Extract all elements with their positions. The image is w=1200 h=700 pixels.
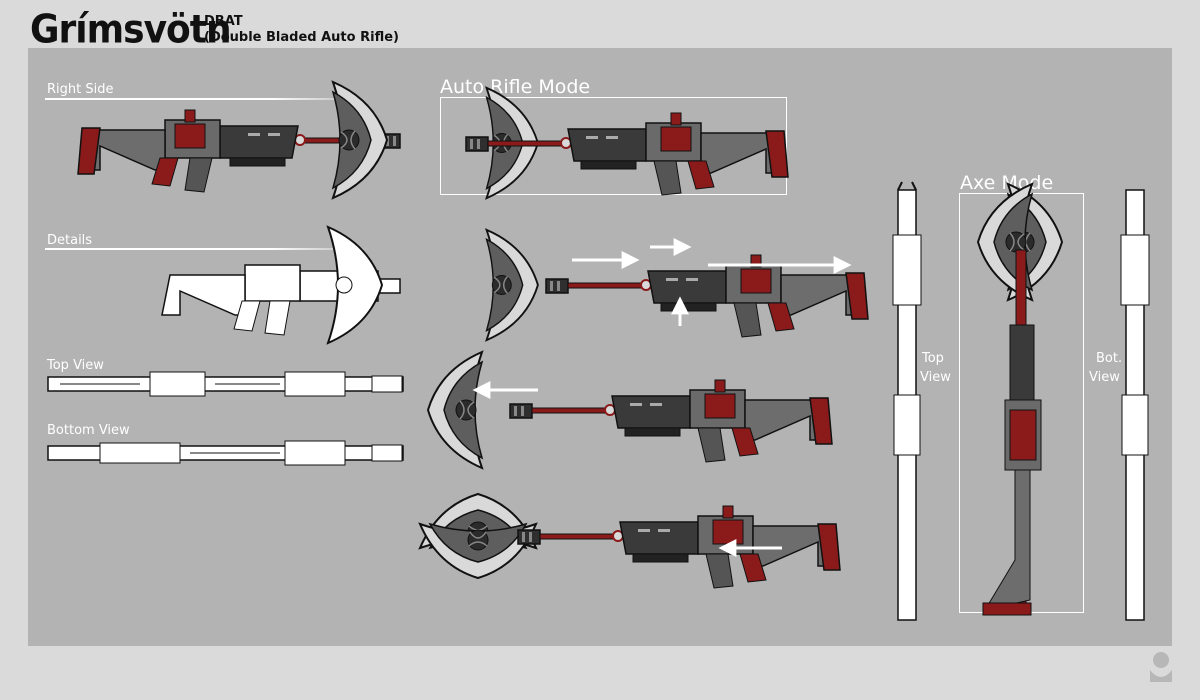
label-right-side: Right Side — [47, 82, 114, 97]
axe-mode-weapon — [977, 183, 1063, 616]
artist-logo-icon — [1150, 652, 1172, 682]
auto-rifle-mode-rifle — [465, 86, 789, 200]
label-bottom-view: Bottom View — [47, 423, 130, 438]
label-vert-top: Top — [922, 351, 944, 366]
label-vert-bot: Bot. — [1096, 351, 1123, 366]
label-details: Details — [47, 233, 93, 248]
details-rifle — [161, 225, 401, 345]
divider-right-side — [45, 98, 370, 100]
label-auto-rifle-mode: Auto Rifle Mode — [440, 76, 591, 98]
right-side-rifle — [77, 81, 401, 199]
label-top-view: Top View — [47, 358, 104, 373]
divider-details — [45, 248, 370, 250]
vertical-top-view — [892, 181, 922, 621]
transform-step-2 — [427, 351, 833, 469]
vertical-bottom-view — [1120, 189, 1150, 621]
weapon-code: DBAT — [204, 14, 243, 29]
label-vert-top-view: View — [920, 370, 951, 385]
page-title: Grímsvötn — [30, 8, 232, 53]
label-vert-bot-view: View — [1089, 370, 1120, 385]
transform-step-3 — [419, 493, 841, 589]
weapon-full-name: (Double Bladed Auto Rifle) — [204, 30, 399, 45]
auto-rifle-mode-frame — [440, 97, 787, 195]
bottom-view-rifle — [47, 440, 404, 466]
top-view-rifle — [47, 371, 404, 397]
